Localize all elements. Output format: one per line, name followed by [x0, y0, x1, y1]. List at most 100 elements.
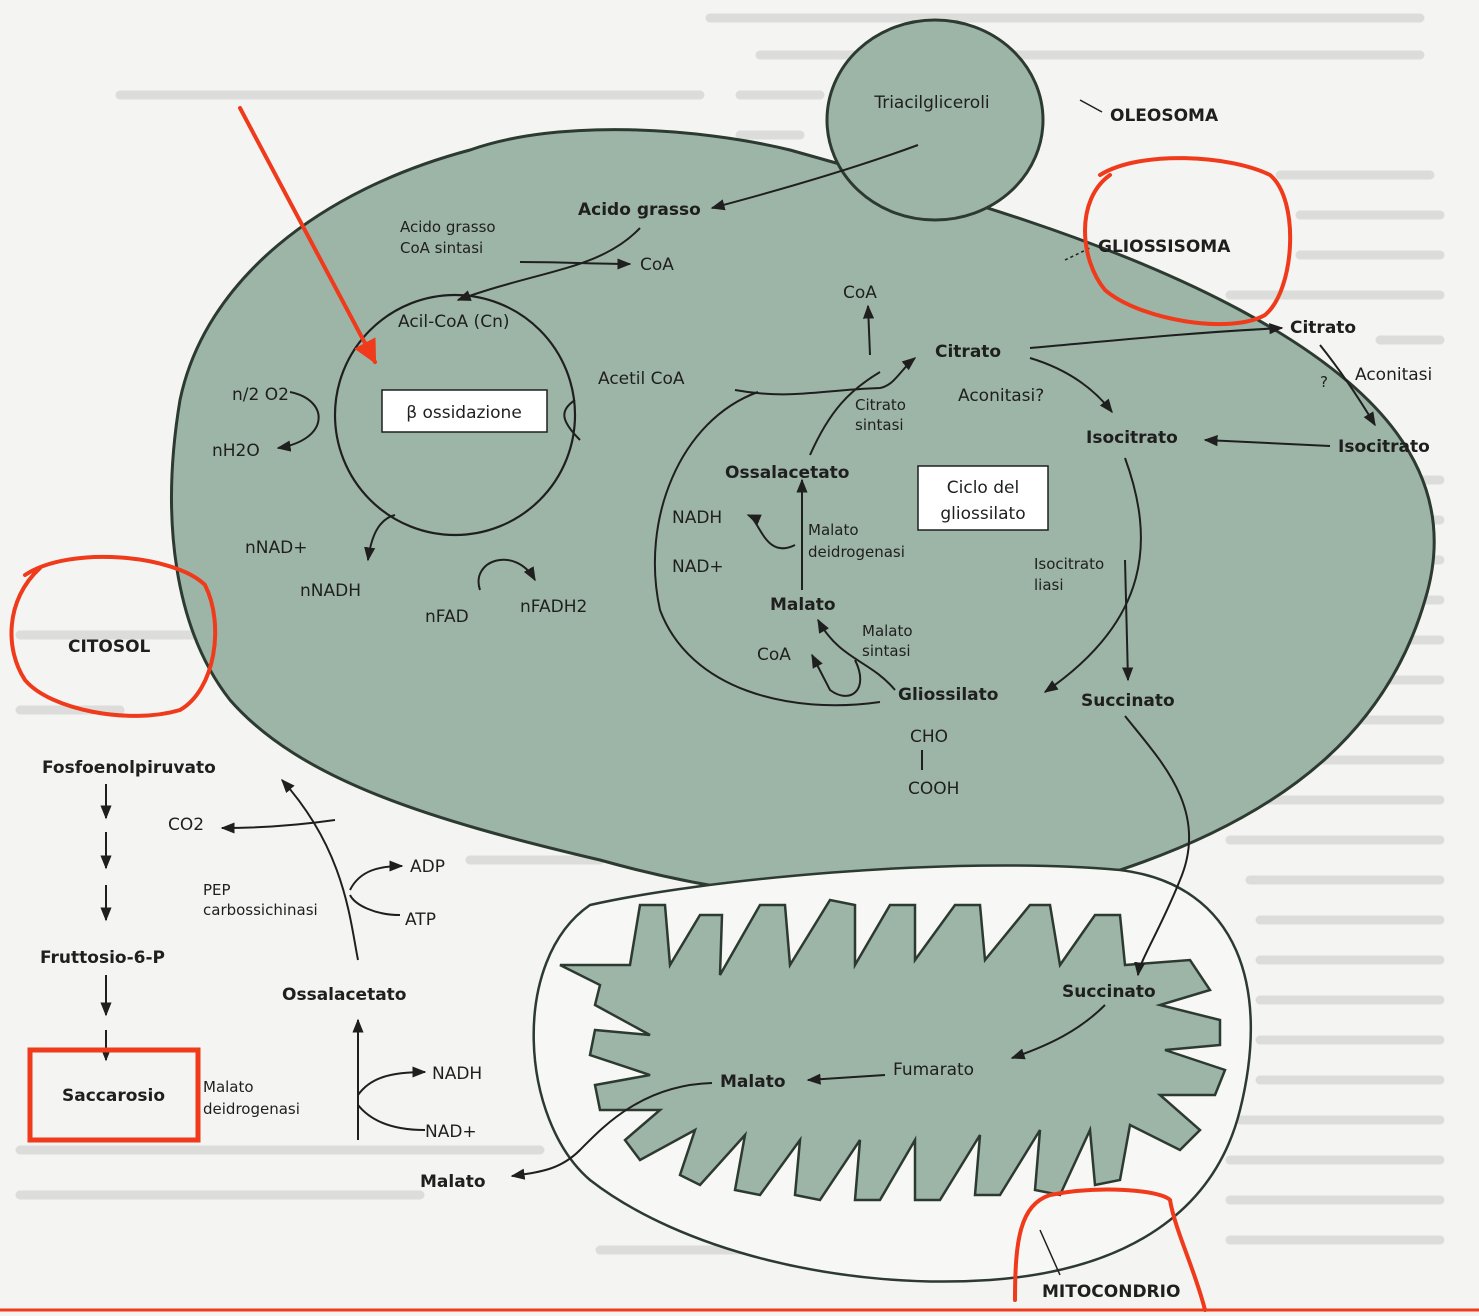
- gliossisoma-label: GLIOSSISOMA: [1098, 237, 1231, 257]
- cho-label: CHO: [910, 727, 948, 747]
- arrow-fad-to-fadh2: [477, 558, 536, 591]
- triacylglycerols-label: Triacilgliceroli: [873, 93, 989, 113]
- arrow-glyoxylate-to-malate: [817, 618, 896, 691]
- aconitase-question-label: Aconitasi?: [958, 386, 1044, 406]
- arrow-fumarate-to-malate: [806, 1073, 886, 1085]
- red-circle-citosol: [9, 554, 218, 718]
- arrow-tag-to-fatty-acid: [710, 144, 919, 211]
- glyoxylate-cycle-loop: [653, 391, 881, 707]
- citosol-label: CITOSOL: [68, 637, 151, 657]
- fad-label: nFAD: [425, 607, 469, 627]
- red-circle-gliossisoma: [1083, 156, 1293, 327]
- nad-label: nNAD+: [245, 538, 307, 558]
- acyl-coa-synthase-label-1: Acido grasso: [400, 218, 496, 236]
- isocitrate-lyase-label-1: Isocitrato: [1034, 555, 1104, 573]
- glyoxylate-cycle-box: [917, 465, 1049, 531]
- beta-oxidation-box: [381, 389, 548, 433]
- nadh-glyox-label: NADH: [672, 508, 722, 528]
- malate-glyox-label: Malato: [770, 595, 836, 615]
- atp-label: ATP: [405, 910, 436, 930]
- mitochondrion-organelle: [532, 864, 1252, 1283]
- arrow-citrate-to-isocitrate: [1029, 357, 1113, 414]
- oleosome-organelle: [825, 18, 1045, 222]
- nadh-cyto-label: NADH: [432, 1064, 482, 1084]
- acetyl-coa-label: Acetil CoA: [598, 369, 685, 389]
- gliossisoma-leader: [1064, 247, 1091, 261]
- arrow-atp-to-adp: [349, 860, 404, 891]
- question-mark: ?: [1320, 373, 1328, 391]
- arrow-nad-to-nadh: [364, 514, 396, 562]
- nad-glyox-label: NAD+: [672, 557, 724, 577]
- aconitase-outside-label: Aconitasi: [1355, 365, 1432, 385]
- nad-in: [357, 1104, 426, 1131]
- malate-dh-label-2: deidrogenasi: [808, 543, 905, 561]
- nadh-label: nNADH: [300, 581, 361, 601]
- oaa-to-citrate-synthase: [809, 371, 881, 456]
- malate-synthase-label-2: sintasi: [862, 642, 911, 660]
- red-annotations: [9, 106, 1293, 1312]
- oxaloacetate-glyox-label: Ossalacetato: [725, 463, 849, 483]
- red-circle-mitocondrio: [1013, 1187, 1207, 1312]
- arrow-nad-to-nadh-glyox: [746, 514, 796, 550]
- malate-synthase-label-1: Malato: [862, 622, 913, 640]
- pep-label: Fosfoenolpiruvato: [42, 758, 216, 778]
- arrow-citrate-out: [1029, 323, 1284, 349]
- arrow-o2-to-h2o: [276, 391, 320, 452]
- succinate-glyox-label: Succinato: [1081, 691, 1175, 711]
- arrow-coa-release: [862, 304, 875, 356]
- arrow-succinate-to-mito: [1124, 715, 1191, 977]
- oxaloacetate-cyto-label: Ossalacetato: [282, 985, 406, 1005]
- malate-dh-label-1: Malato: [808, 521, 859, 539]
- arrow-acetyl-coa-to-citrate: [734, 357, 917, 396]
- glyoxylate-label: Gliossilato: [898, 685, 998, 705]
- succinate-mito-label: Succinato: [1062, 982, 1156, 1002]
- oxygen-label: n/2 O2: [232, 385, 289, 405]
- beta-cycle-exit: [563, 399, 581, 441]
- fumarate-label: Fumarato: [893, 1060, 974, 1080]
- pepck-label-2: carbossichinasi: [203, 901, 318, 919]
- cooh-label: COOH: [908, 779, 959, 799]
- mdh-cyto-label-1: Malato: [203, 1078, 254, 1096]
- glyoxylate-cycle-label-2: gliossilato: [940, 504, 1025, 524]
- arrow-oaa-to-pep: [281, 778, 359, 961]
- coa-label-activation: CoA: [640, 255, 674, 275]
- beta-oxidation-label: β ossidazione: [406, 403, 522, 423]
- citrate-label: Citrato: [935, 342, 1001, 362]
- citrate-synthase-label-2: sintasi: [855, 416, 904, 434]
- malate-cyto-label: Malato: [420, 1172, 486, 1192]
- red-box-saccarosio: [27, 1047, 201, 1143]
- arrow-isocitrate-in: [1203, 435, 1331, 447]
- citrate-outside-label: Citrato: [1290, 318, 1356, 338]
- fructose-6p-label: Fruttosio-6-P: [40, 948, 165, 968]
- arrow-citrate-to-isocitrate-outside: [1319, 344, 1376, 427]
- mdh-cyto-label-2: deidrogenasi: [203, 1100, 300, 1118]
- citrate-synthase-label-1: Citrato: [855, 396, 906, 414]
- isocitrate-outside-label: Isocitrato: [1338, 437, 1430, 457]
- isocitrate-lyase-label-2: liasi: [1034, 576, 1064, 594]
- fadh2-label: nFADH2: [520, 597, 587, 617]
- fatty-acid-label: Acido grasso: [578, 200, 701, 220]
- arrow-coa-release-malate: [811, 653, 862, 697]
- arrow-succinate-to-fumarate: [1010, 1004, 1106, 1060]
- beta-oxidation-cycle: [333, 293, 577, 537]
- coa-low-label: CoA: [757, 645, 791, 665]
- arrow-fatty-acid-to-acyl-coa: [456, 227, 641, 301]
- oleosoma-leader: [1079, 99, 1103, 113]
- arrow-isocitrate-to-succinate: [1122, 559, 1134, 682]
- arrow-isocitrate-to-glyoxylate: [1043, 457, 1142, 693]
- nad-cyto-label: NAD+: [425, 1122, 477, 1142]
- arrow-nadh-out: [357, 1066, 427, 1096]
- pepck-label-1: PEP: [203, 881, 231, 899]
- acyl-coa-synthase-label-2: CoA sintasi: [400, 239, 483, 257]
- mitocondrio-leader: [1039, 1229, 1061, 1276]
- co2-label: CO2: [168, 815, 204, 835]
- isocitrate-label: Isocitrato: [1086, 428, 1178, 448]
- arrow-co2-out: [220, 819, 336, 834]
- coa-top-label: CoA: [843, 283, 877, 303]
- adp-label: ADP: [410, 857, 445, 877]
- arrow-malate-to-cytosol: [510, 1082, 713, 1180]
- acyl-coa-label: Acil-CoA (Cn): [398, 312, 509, 332]
- red-arrow-to-beta-oxidation: [238, 106, 377, 365]
